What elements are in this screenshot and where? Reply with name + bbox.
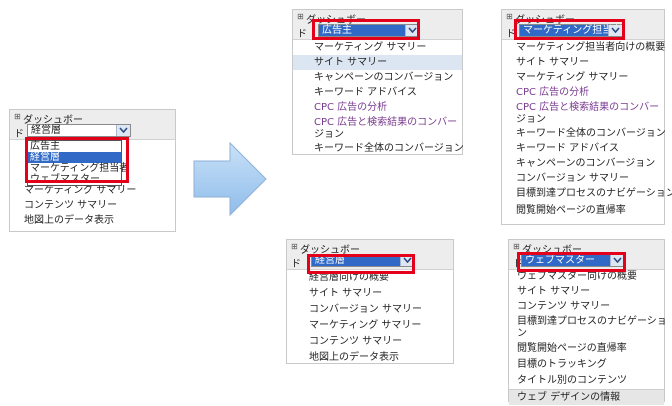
list-item[interactable]: コンバージョン サマリー	[516, 173, 629, 184]
list-item[interactable]: 閲覧開始ページの直帰率	[516, 205, 626, 216]
list-item[interactable]: キャンペーンのコンバージョン	[516, 158, 656, 169]
select-value: 経営層	[31, 125, 61, 136]
chevron-down-icon[interactable]	[116, 125, 130, 136]
right-arrow-icon	[193, 141, 267, 217]
list-item[interactable]: 目標のトラッキング	[517, 359, 607, 370]
dashboard-select[interactable]: 広告主	[318, 24, 420, 37]
list-item[interactable]: 閲覧開始ページの直帰率	[517, 343, 627, 354]
list-item[interactable]: CPC 広告の分析	[314, 102, 388, 113]
dashboard-select[interactable]: 経営層	[27, 124, 131, 137]
chevron-down-icon[interactable]	[610, 255, 624, 266]
highlight-box	[514, 19, 625, 40]
dropdown-option-selected[interactable]: 経営層	[28, 152, 121, 163]
list-item[interactable]: マーケティング担当者向けの概要	[516, 42, 666, 53]
panel-header: ⊞ ダッシュボー ド 経営層	[10, 110, 175, 140]
list-item[interactable]: CPC 広告と検索結果のコンバー	[516, 102, 660, 113]
chevron-down-icon[interactable]	[608, 25, 622, 36]
list-item[interactable]: コンテンツ サマリー	[517, 301, 611, 312]
panel-title: ダッシュボー	[300, 245, 360, 256]
list-item[interactable]: マーケティング サマリー	[309, 320, 422, 331]
highlight-box	[25, 137, 129, 183]
list-item[interactable]: コンテンツ サマリー	[309, 336, 403, 347]
list-item[interactable]: キーワード アドバイス	[516, 143, 619, 154]
list-item[interactable]: 経営層向けの概要	[309, 272, 389, 283]
list-item[interactable]: 地図上のデータ表示	[309, 352, 399, 363]
list-item[interactable]: サイト サマリー	[516, 57, 590, 68]
chevron-down-icon[interactable]	[405, 25, 419, 36]
select-value: ウェブマスター	[525, 255, 595, 266]
list-item[interactable]: CPC 広告と検索結果のコンバー	[314, 117, 458, 128]
panel-title: ダッシュボー	[522, 245, 582, 256]
highlight-box	[517, 252, 626, 272]
list-item[interactable]: タイトル別のコンテンツ	[517, 375, 627, 386]
dropdown-option[interactable]: マーケティング担当者	[30, 163, 130, 174]
list-item[interactable]: コンバージョン サマリー	[309, 304, 422, 315]
panel-title-cont: ド	[291, 259, 301, 270]
list-item[interactable]: サイト サマリー	[309, 288, 383, 299]
list-item[interactable]: マーケティング サマリー	[516, 72, 629, 83]
list-item[interactable]: サイト サマリー	[293, 55, 462, 70]
list-item[interactable]: キーワード全体のコンバージョン	[314, 143, 464, 154]
list-item[interactable]: ウェブ デザインの情報	[509, 389, 664, 405]
grid-icon: ⊞	[506, 12, 513, 21]
grid-icon: ⊞	[291, 242, 298, 251]
dropdown-options: 広告主 経営層 マーケティング担当者 ウェブマスター	[27, 140, 130, 186]
webmaster-dashboard-panel: ⊞ ダッシュボー ド ウェブマスター ウェブマスター向けの概要 サイト サマリー…	[508, 239, 667, 405]
list-item[interactable]: ウェブマスター向けの概要	[517, 271, 637, 282]
highlight-box	[307, 254, 415, 274]
executive-dashboard-panel: ⊞ ダッシュボー ド 経営層 経営層向けの概要 サイト サマリー コンバージョン…	[286, 239, 454, 364]
select-value: マーケティング担当者	[523, 25, 623, 36]
list-item[interactable]: 地図上のデータ表示	[24, 215, 114, 226]
highlight-box	[312, 19, 420, 40]
dropdown-option[interactable]: 広告主	[30, 141, 60, 152]
list-item[interactable]: マーケティング サマリー	[314, 42, 427, 53]
list-item[interactable]: 目標到達プロセスのナビゲーショ	[517, 316, 667, 327]
panel-title-cont: ド	[14, 129, 24, 140]
list-item[interactable]: キーワード アドバイス	[314, 87, 417, 98]
left-dashboard-panel: ⊞ ダッシュボー ド 経営層 マーケティング サマリー コンテンツ サマリー 地…	[9, 109, 176, 232]
dashboard-select[interactable]: マーケティング担当者	[519, 24, 623, 37]
grid-icon: ⊞	[297, 12, 304, 21]
list-item[interactable]: コンテンツ サマリー	[24, 200, 118, 211]
list-item[interactable]: 目標到達プロセスのナビゲーション	[516, 188, 672, 199]
grid-icon: ⊞	[14, 112, 21, 121]
chevron-down-icon[interactable]	[400, 255, 414, 266]
grid-icon: ⊞	[513, 242, 520, 251]
panel-header: ⊞ ダッシュボー ド マーケティング担当者	[502, 10, 664, 40]
select-value: 経営層	[315, 255, 345, 266]
panel-title-cont: ド	[506, 29, 516, 40]
list-item[interactable]: キーワード全体のコンバージョン	[516, 128, 666, 139]
panel-title-cont: ド	[297, 29, 307, 40]
panel-title: ダッシュボー	[23, 115, 83, 126]
marketing-dashboard-panel: ⊞ ダッシュボー ド マーケティング担当者 マーケティング担当者向けの概要 サイ…	[501, 9, 672, 225]
list-item[interactable]: CPC 広告の分析	[516, 87, 590, 98]
list-item-cont[interactable]: ジョン	[516, 114, 546, 125]
list-item-cont[interactable]: ジョン	[314, 129, 344, 140]
dropdown-option[interactable]: ウェブマスター	[30, 174, 100, 185]
panel-header: ⊞ ダッシュボー ド ウェブマスター	[509, 240, 664, 270]
list-item-cont[interactable]: ン	[517, 328, 527, 339]
select-value: 広告主	[322, 25, 352, 36]
list-item[interactable]: サイト サマリー	[517, 286, 591, 297]
list-item[interactable]: キャンペーンのコンバージョン	[314, 72, 454, 83]
list-item[interactable]: マーケティング サマリー	[24, 185, 137, 196]
